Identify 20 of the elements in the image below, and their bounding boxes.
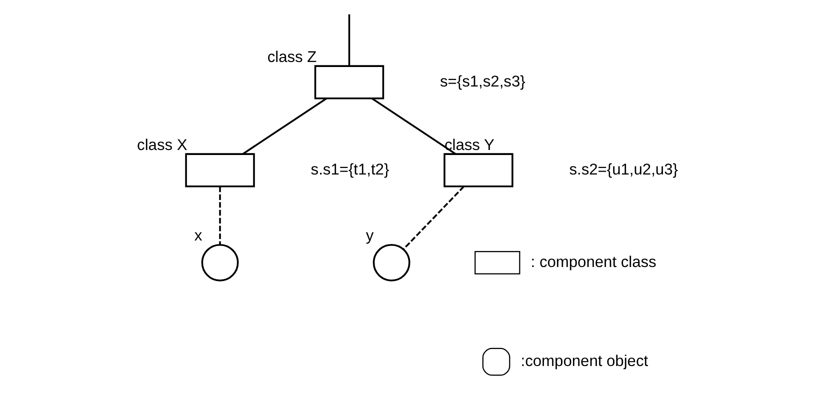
node-box bbox=[444, 152, 514, 187]
connector bbox=[219, 186, 221, 244]
connector bbox=[348, 14, 350, 66]
legend-label: : component class bbox=[530, 253, 656, 270]
node-circle bbox=[201, 243, 239, 281]
connector bbox=[242, 97, 327, 154]
node-circle bbox=[372, 243, 410, 281]
node-label: class X bbox=[137, 136, 188, 154]
node-label: x bbox=[194, 227, 202, 244]
node-box bbox=[314, 64, 384, 99]
node-box bbox=[185, 152, 255, 187]
node-label: y bbox=[366, 227, 374, 244]
node-label: s.s2={u1,u2,u3} bbox=[569, 160, 678, 178]
node-label: s={s1,s2,s3} bbox=[440, 72, 526, 90]
node-label: class Y bbox=[444, 136, 494, 154]
connector bbox=[372, 97, 456, 154]
legend-label: :component object bbox=[520, 352, 648, 370]
connector bbox=[402, 186, 464, 250]
node-label: class Z bbox=[267, 48, 317, 66]
node-label: s.s1={t1,t2} bbox=[310, 160, 390, 178]
